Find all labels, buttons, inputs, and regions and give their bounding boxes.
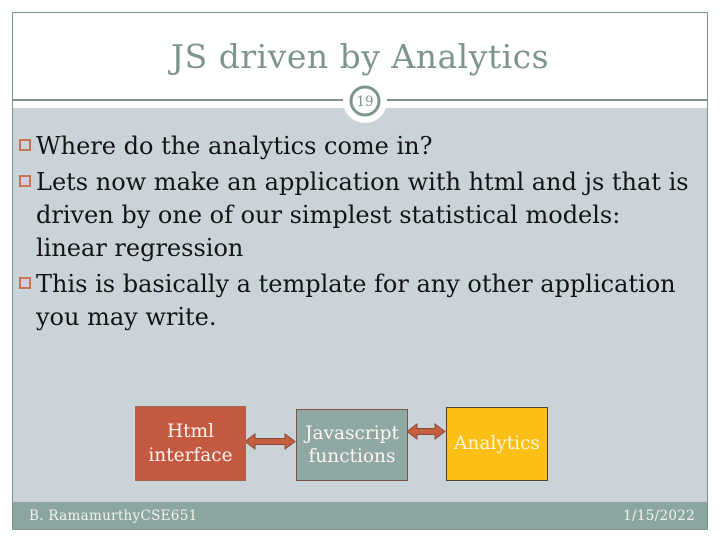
diagram-box-analytics: Analytics xyxy=(446,407,548,481)
square-bullet-icon xyxy=(19,139,31,151)
square-bullet-icon xyxy=(19,175,31,187)
footer-author: B. RamamurthyCSE651 xyxy=(29,507,198,524)
bullet-text: This is basically a template for any oth… xyxy=(36,270,676,331)
bullet-text: Lets now make an application with html a… xyxy=(36,168,689,262)
page-number-circle-icon: 19 xyxy=(343,79,387,123)
bullet-text: Where do the analytics come in? xyxy=(36,132,433,160)
bullet-item-2: Lets now make an application with html a… xyxy=(19,166,691,265)
square-bullet-icon xyxy=(19,277,31,289)
diagram-box-javascript-functions: Javascript functions xyxy=(296,409,408,481)
double-arrow-icon xyxy=(244,433,296,454)
slide-footer: B. RamamurthyCSE651 1/15/2022 xyxy=(13,502,707,529)
page-number: 19 xyxy=(356,94,373,110)
slide-title: JS driven by Analytics xyxy=(170,36,550,76)
double-arrow-icon xyxy=(406,423,446,444)
bullet-item-1: Where do the analytics come in? xyxy=(19,130,691,163)
slide: JS driven by Analytics 19 Where do the a… xyxy=(12,12,708,530)
footer-date: 1/15/2022 xyxy=(623,507,695,524)
bullet-list: Where do the analytics come in? Lets now… xyxy=(13,108,707,334)
diagram-box-html-interface: Html interface xyxy=(135,406,246,481)
page-number-badge: 19 xyxy=(342,78,388,124)
bullet-item-3: This is basically a template for any oth… xyxy=(19,268,691,334)
